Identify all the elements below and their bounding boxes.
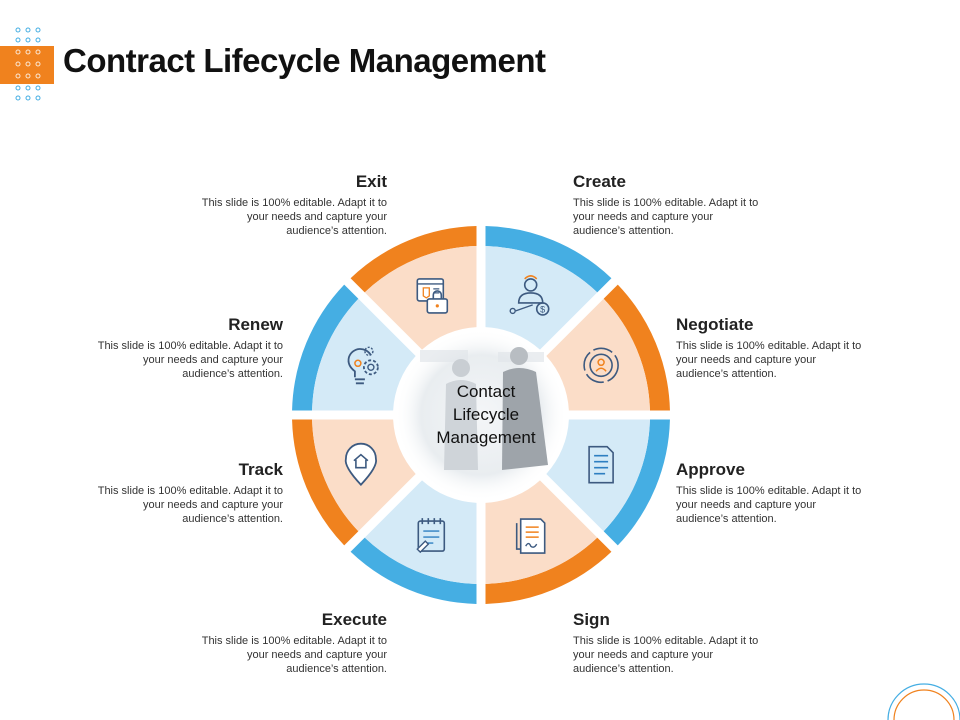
browser-lock-icon xyxy=(416,278,449,314)
step-title: Sign xyxy=(573,610,610,629)
step-title: Create xyxy=(573,172,626,191)
step-description: This slide is 100% editable. Adapt it to… xyxy=(201,197,387,237)
step-track: Track This slide is 100% editable. Adapt… xyxy=(83,460,283,526)
step-description: This slide is 100% editable. Adapt it to… xyxy=(201,635,387,675)
step-exit: Exit This slide is 100% editable. Adapt … xyxy=(187,172,387,238)
center-label: Contact Lifecycle Management xyxy=(416,380,556,449)
user-dollar-icon: $ xyxy=(509,275,550,316)
step-negotiate: Negotiate This slide is 100% editable. A… xyxy=(676,315,876,381)
notepad-pencil-icon xyxy=(416,518,446,554)
step-description: This slide is 100% editable. Adapt it to… xyxy=(676,485,862,525)
step-description: This slide is 100% editable. Adapt it to… xyxy=(97,485,283,525)
signed-document-icon xyxy=(515,518,546,554)
document-icon xyxy=(588,445,614,484)
wheel-segment-outer-create xyxy=(485,226,612,293)
wheel-segment-outer-renew xyxy=(292,284,359,411)
step-description: This slide is 100% editable. Adapt it to… xyxy=(573,197,759,237)
step-create: Create This slide is 100% editable. Adap… xyxy=(573,172,773,238)
people-target-icon xyxy=(583,347,619,384)
wheel-segment-outer-exit xyxy=(350,226,477,293)
center-label-line: Lifecycle xyxy=(452,405,520,424)
decorative-corner-circles xyxy=(887,683,960,720)
decorative-dot-overlay xyxy=(15,49,41,79)
wheel-segment-outer-sign xyxy=(485,537,612,604)
step-execute: Execute This slide is 100% editable. Ada… xyxy=(187,610,387,676)
center-photo xyxy=(395,329,567,501)
step-description: This slide is 100% editable. Adapt it to… xyxy=(676,340,862,380)
step-title: Negotiate xyxy=(676,315,754,334)
wheel-segment-outer-track xyxy=(292,419,359,546)
step-title: Approve xyxy=(676,460,745,479)
lightbulb-gears-icon xyxy=(347,346,379,385)
step-approve: Approve This slide is 100% editable. Ada… xyxy=(676,460,876,526)
step-description: This slide is 100% editable. Adapt it to… xyxy=(573,635,759,675)
step-renew: Renew This slide is 100% editable. Adapt… xyxy=(83,315,283,381)
step-title: Renew xyxy=(228,315,283,334)
step-title: Track xyxy=(238,460,283,479)
page-title: Contract Lifecycle Management xyxy=(63,42,546,79)
wheel-segment-inner-renew xyxy=(312,298,416,411)
wheel-segment-outer-negotiate xyxy=(603,284,670,411)
center-label-line: Contact xyxy=(456,382,516,401)
step-title: Exit xyxy=(355,172,387,191)
step-sign: Sign This slide is 100% editable. Adapt … xyxy=(573,610,773,676)
decorative-dot-grid xyxy=(15,27,41,101)
step-title: Execute xyxy=(321,610,387,629)
location-pin-icon xyxy=(344,442,377,487)
svg-text:$: $ xyxy=(540,304,545,314)
wheel-segment-outer-execute xyxy=(350,537,477,604)
wheel-segment-outer-approve xyxy=(603,419,670,546)
step-description: This slide is 100% editable. Adapt it to… xyxy=(97,340,283,380)
center-label-line: Management xyxy=(436,428,536,447)
